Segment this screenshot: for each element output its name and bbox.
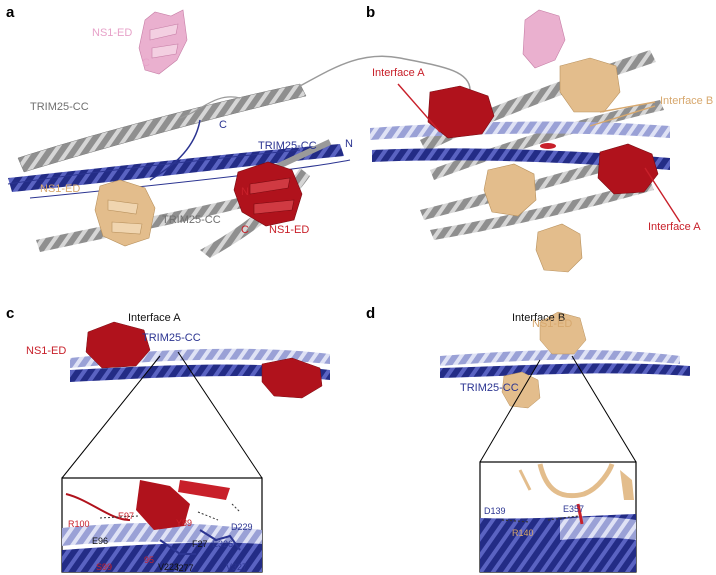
zoom-line-c-left (61, 355, 161, 479)
trim25-cc-blue-helix (8, 144, 344, 192)
label-ns1-ed-left: NS1-ED (40, 183, 81, 195)
residue-e96: E96 (92, 536, 109, 546)
label-trim25-cc-d: TRIM25-CC (460, 382, 519, 394)
label-trim25-cc-grey-left: TRIM25-CC (30, 101, 89, 113)
inset-c-content (62, 480, 262, 572)
residue-r95: 95 (144, 555, 155, 565)
residue-f27: F27 (192, 539, 208, 549)
zoom-line-d-right (571, 355, 637, 463)
interface-b-pointer (599, 101, 656, 113)
panel-d-art (440, 311, 690, 573)
label-ns1-ed-d: NS1-ED (532, 318, 573, 330)
residue-y89: Y89 (176, 518, 193, 528)
label-trim25-cc-c: TRIM25-CC (142, 332, 201, 344)
trim25-cc-grey-helix-lower (36, 190, 274, 252)
ns1-ed-red-domain-b-top (427, 85, 495, 139)
panel-letter-c: c (6, 305, 15, 322)
inset-d-content (480, 463, 636, 572)
label-interface-b: Interface B (660, 95, 714, 107)
residue-r100: R100 (68, 519, 90, 529)
label-interface-a-top: Interface A (372, 67, 425, 79)
label-trim25-cc-grey-bottom: TRIM25-CC (162, 214, 221, 226)
panel-a-art (7, 9, 471, 258)
panel-b-art (370, 9, 681, 273)
residue-v327: V327 (226, 562, 248, 572)
ns1-ed-tan-domains-b (483, 57, 621, 273)
ns1-ed-red-domain-c (85, 321, 323, 399)
residue-d229: D229 (231, 522, 253, 532)
ns1-ed-red-domain-b-bottom (597, 143, 659, 195)
residue-r140: R140 (512, 528, 534, 538)
ns1-ed-red-domain (233, 161, 303, 227)
panel-d-title: Interface B (512, 312, 566, 324)
interface-a-bottom-pointer (644, 167, 681, 223)
label-c-terminus-red: C (241, 224, 249, 236)
ns1-ed-tan-domains-d (501, 311, 587, 409)
label-interface-a-bottom: Interface A (648, 221, 701, 233)
label-ns1-ed-red: NS1-ED (269, 224, 310, 236)
label-trim25-cc-blue: TRIM25-CC (258, 140, 317, 152)
panel-c-title: Interface A (128, 312, 181, 324)
residue-e97: E97 (118, 511, 135, 521)
zoom-line-d-left (479, 359, 541, 463)
panel-c-art (61, 321, 330, 573)
label-n-terminus-blue: N (345, 138, 353, 150)
ns1-ed-pink-domain-b (522, 9, 566, 69)
label-ns1-ed-top: NS1-ED (92, 27, 133, 39)
zoom-line-c-right (177, 351, 263, 479)
residue-e357: E357 (563, 504, 585, 514)
residue-v223: V223 (158, 562, 180, 572)
residue-d139: D139 (484, 506, 506, 516)
ns1-ed-tan-domain (94, 179, 156, 247)
ns1-ed-pink-domain (138, 9, 188, 75)
trim25-cc-grey-helix-upper (17, 83, 307, 173)
panel-letter-b: b (366, 4, 376, 21)
residue-s99: S99 (96, 562, 113, 572)
label-n-terminus-red: N (241, 186, 249, 198)
panel-letter-d: d (366, 305, 376, 322)
panel-letter-a: a (6, 4, 15, 21)
label-c-terminus-blue: C (219, 119, 227, 131)
label-ns1-ed-c: NS1-ED (26, 345, 67, 357)
label-c-terminus-pink: C (142, 57, 150, 69)
residue-e326: E326 (212, 539, 234, 549)
residue-i277: I277 (176, 563, 194, 573)
interface-a-top-pointer (397, 83, 441, 133)
